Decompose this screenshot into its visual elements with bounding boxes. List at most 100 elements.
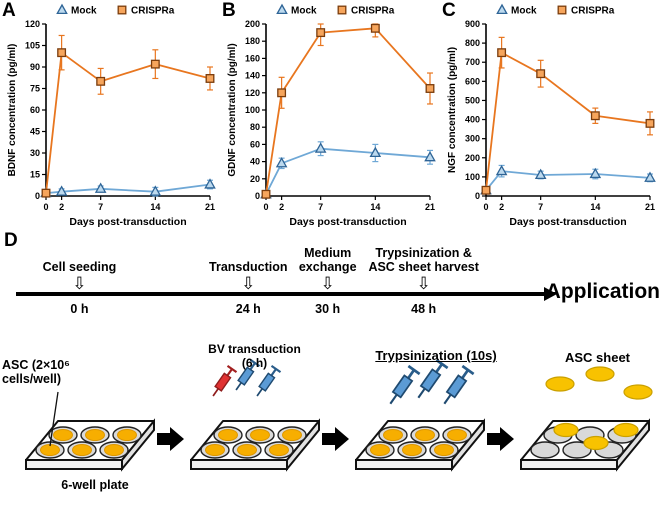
y-tick-label: 700 xyxy=(465,57,480,67)
x-axis-title: Days post-transduction xyxy=(509,216,626,228)
data-point-marker xyxy=(425,84,435,93)
data-point-marker xyxy=(205,74,215,83)
data-point-marker xyxy=(590,111,600,121)
six-well-plate-label: 6-well plate xyxy=(61,478,129,492)
x-tick-label: 0 xyxy=(263,202,268,212)
series-line xyxy=(45,183,211,195)
data-point-marker xyxy=(276,3,288,15)
y-tick-label: 100 xyxy=(245,105,260,115)
asc-sheets xyxy=(545,366,653,451)
y-tick-label: 140 xyxy=(245,71,260,81)
timeline-time-label: 48 h xyxy=(411,302,437,316)
plates-section: ASC (2×10⁶ cells/well) 6-well plate BV t… xyxy=(0,342,662,507)
y-tick-label: 105 xyxy=(25,41,40,51)
y-axis-title: GDNF concentration (pg/ml) xyxy=(227,43,238,176)
x-tick-label: 21 xyxy=(425,202,435,212)
legend-label: Mock xyxy=(71,6,97,17)
timeline-event-label: Transduction xyxy=(209,260,288,274)
timeline-event: Transduction⇩ xyxy=(209,260,287,292)
y-axis-title: BDNF concentration (pg/ml) xyxy=(7,44,18,177)
y-tick-label: 300 xyxy=(465,134,480,144)
y-tick-label: 160 xyxy=(245,53,260,63)
legend: Mock CRISPRa xyxy=(276,3,395,17)
x-tick-label: 2 xyxy=(499,202,504,212)
y-tick-label: 200 xyxy=(465,153,480,163)
data-point-marker xyxy=(277,88,287,98)
y-tick-label: 180 xyxy=(245,36,260,46)
timeline-event-label: Trypsinization & ASC sheet harvest xyxy=(368,246,479,274)
data-point-marker xyxy=(41,188,51,198)
series-mock xyxy=(40,178,216,198)
plates-graphic xyxy=(25,358,653,470)
trypsin-syringe-icon xyxy=(383,364,422,410)
series-line xyxy=(45,51,211,194)
data-point-marker xyxy=(55,185,68,196)
y-tick-label: 30 xyxy=(30,148,40,158)
y-tick-label: 200 xyxy=(245,19,260,29)
data-point-marker xyxy=(369,146,382,158)
step-arrow-1 xyxy=(157,427,184,451)
application-label: Application xyxy=(545,280,660,303)
blue-syringe-icon xyxy=(251,364,282,401)
x-tick-label: 7 xyxy=(538,202,543,212)
legend: Mock CRISPRa xyxy=(56,3,175,17)
y-tick-label: 80 xyxy=(250,122,260,132)
data-point-marker xyxy=(557,5,567,15)
y-tick-label: 120 xyxy=(25,19,40,29)
asc-cells-label: ASC (2×10⁶ cells/well) xyxy=(2,358,70,386)
panel-d-letter: D xyxy=(4,230,18,251)
data-point-marker xyxy=(316,28,326,38)
x-tick-label: 2 xyxy=(279,202,284,212)
red-syringe-icon xyxy=(207,364,238,401)
y-tick-label: 0 xyxy=(475,191,480,201)
y-tick-label: 40 xyxy=(250,157,260,167)
data-point-marker xyxy=(424,150,436,162)
y-tick-label: 400 xyxy=(465,115,480,125)
x-tick-label: 14 xyxy=(370,202,380,212)
legend-label: Mock xyxy=(511,6,537,17)
panel-b-letter: B xyxy=(222,0,236,21)
y-tick-label: 900 xyxy=(465,19,480,29)
data-point-marker xyxy=(644,171,656,182)
step-arrow-2 xyxy=(322,427,349,451)
legend-label: Mock xyxy=(291,6,317,17)
step-arrow-3 xyxy=(487,427,514,451)
data-point-marker xyxy=(150,59,160,69)
legend: Mock CRISPRa xyxy=(496,3,615,17)
legend-label: CRISPRa xyxy=(351,6,395,17)
y-tick-label: 60 xyxy=(30,105,40,115)
y-tick-label: 0 xyxy=(35,191,40,201)
data-point-marker xyxy=(149,185,162,196)
legend-label: CRISPRa xyxy=(571,6,615,17)
data-point-marker xyxy=(536,69,546,79)
timeline-event-label: Medium exchange xyxy=(298,246,357,274)
data-point-marker xyxy=(497,48,507,58)
legend-label: CRISPRa xyxy=(131,6,175,17)
data-point-marker xyxy=(204,178,216,189)
data-point-marker xyxy=(275,156,288,168)
y-tick-label: 100 xyxy=(465,172,480,182)
timeline-event: Trypsinization & ASC sheet harvest⇩ xyxy=(368,246,478,292)
y-tick-label: 15 xyxy=(30,170,40,180)
data-point-marker xyxy=(481,185,491,195)
x-tick-label: 21 xyxy=(205,202,215,212)
timeline-event: Medium exchange⇩ xyxy=(299,246,357,292)
asc-leader-line xyxy=(49,391,59,447)
series-line xyxy=(265,147,431,195)
timeline-time-label: 24 h xyxy=(235,302,261,316)
y-tick-label: 800 xyxy=(465,38,480,48)
y-tick-label: 0 xyxy=(255,191,260,201)
x-tick-label: 14 xyxy=(150,202,160,212)
y-tick-label: 20 xyxy=(250,174,260,184)
